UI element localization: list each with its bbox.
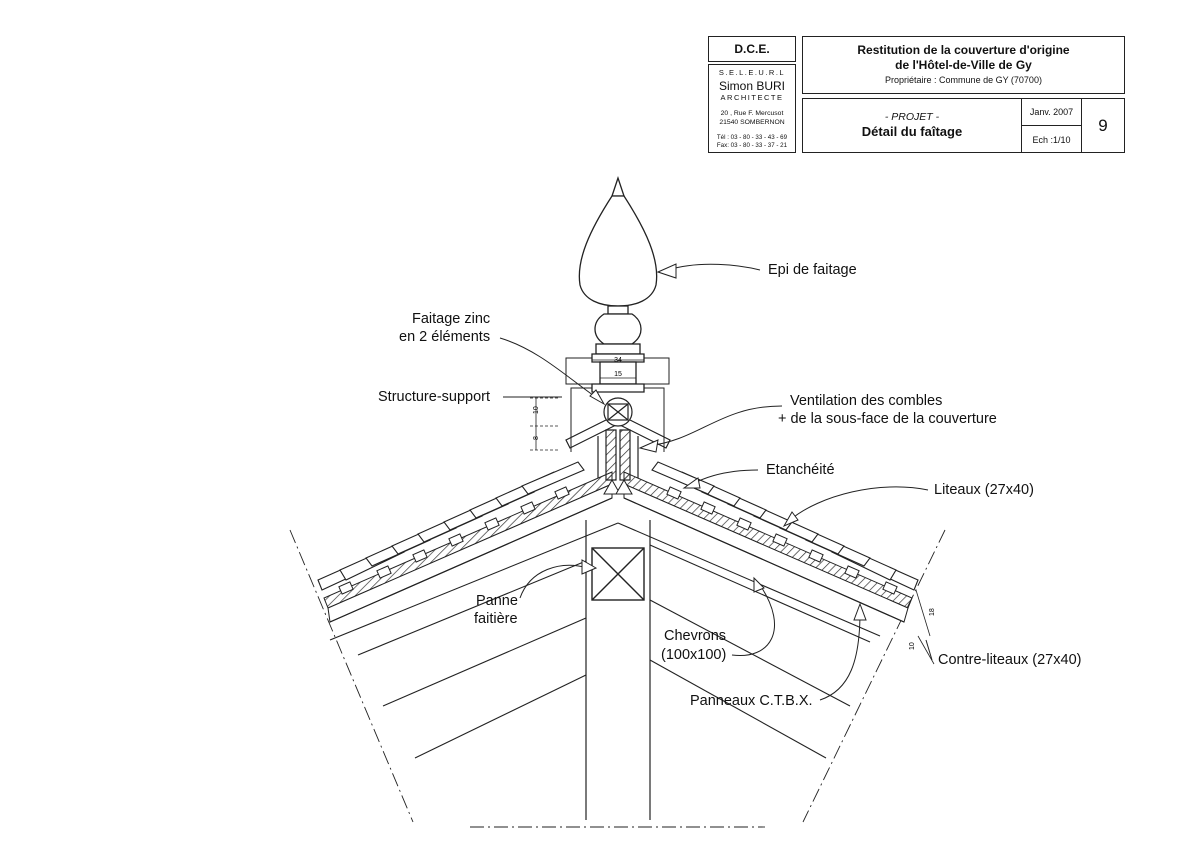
- architect-box: S.E.L.E.U.R.L Simon BURI ARCHITECTE 20 ,…: [708, 64, 796, 153]
- dim-18: 18: [929, 608, 936, 616]
- sheet-number-box: 9: [1081, 98, 1125, 153]
- project-title-1: Restitution de la couverture d'origine: [857, 43, 1070, 57]
- dim-8: 8: [533, 436, 540, 440]
- firm-address-2: 21540 SOMBERNON: [719, 119, 785, 126]
- label-faitage-zinc-2: en 2 éléments: [399, 329, 491, 345]
- dim-15: 15: [614, 371, 622, 378]
- boundary-lines: [289, 529, 946, 828]
- project-title-2: de l'Hôtel-de-Ville de Gy: [895, 58, 1032, 72]
- dim-10b: 10: [909, 642, 916, 650]
- firm-address-1: 20 , Rue F. Mercusot: [720, 110, 784, 117]
- dim-10: 10: [533, 406, 540, 414]
- firm-fax: Fax: 03 - 80 - 33 - 37 - 21: [716, 142, 788, 149]
- leader-arrows: [581, 263, 867, 621]
- label-etancheite: Etanchéité: [766, 462, 835, 478]
- phase-label: - PROJET -: [884, 111, 940, 123]
- label-epi: Epi de faitage: [768, 262, 857, 278]
- firm-name: S.E.L.E.U.R.L: [718, 68, 786, 77]
- label-chevrons-1: Chevrons: [664, 628, 727, 644]
- project-box: Restitution de la couverture d'origine d…: [802, 36, 1125, 94]
- dim-34: 34: [614, 357, 622, 364]
- label-ventilation-2: + de la sous-face de la couverture: [778, 411, 997, 427]
- architect-name: Simon BURI: [718, 79, 786, 93]
- firm-tel: Tél : 03 - 80 - 33 - 43 - 69: [716, 134, 788, 141]
- panne-faitiere-section: [591, 547, 645, 601]
- label-liteaux: Liteaux (27x40): [934, 482, 1034, 498]
- date-label: Janv. 2007: [1029, 107, 1074, 117]
- dce-label: D.C.E.: [734, 42, 770, 56]
- label-panne-1: Panne: [476, 593, 518, 609]
- label-ventilation-1: Ventilation des combles: [790, 393, 943, 409]
- label-faitage-zinc-1: Faitage zinc: [412, 311, 491, 327]
- finial: [578, 175, 658, 393]
- dce-box: D.C.E.: [708, 36, 796, 62]
- tiles-left: [317, 461, 585, 591]
- owner-label: Propriétaire : Commune de GY (70700): [885, 75, 1042, 85]
- ridge-post: [585, 520, 651, 820]
- label-chevrons-2: (100x100): [661, 647, 727, 663]
- architect-title: ARCHITECTE: [720, 93, 784, 102]
- tile-lugs-left: [338, 486, 570, 595]
- leader-lines: [499, 263, 933, 701]
- sheet-title: Détail du faîtage: [861, 124, 963, 139]
- label-structure-support: Structure-support: [378, 389, 491, 405]
- tiles-right: [651, 461, 919, 591]
- label-contre-liteaux: Contre-liteaux (27x40): [938, 652, 1082, 668]
- tile-lugs-right: [666, 486, 898, 595]
- roof-layers-left: [323, 471, 613, 623]
- scale-label: Ech :1/10: [1032, 135, 1071, 145]
- sheet-number: 9: [1098, 116, 1108, 135]
- label-panne-2: faitière: [474, 611, 518, 627]
- label-panneaux: Panneaux C.T.B.X.: [690, 693, 813, 709]
- rafter-lines: [329, 522, 881, 759]
